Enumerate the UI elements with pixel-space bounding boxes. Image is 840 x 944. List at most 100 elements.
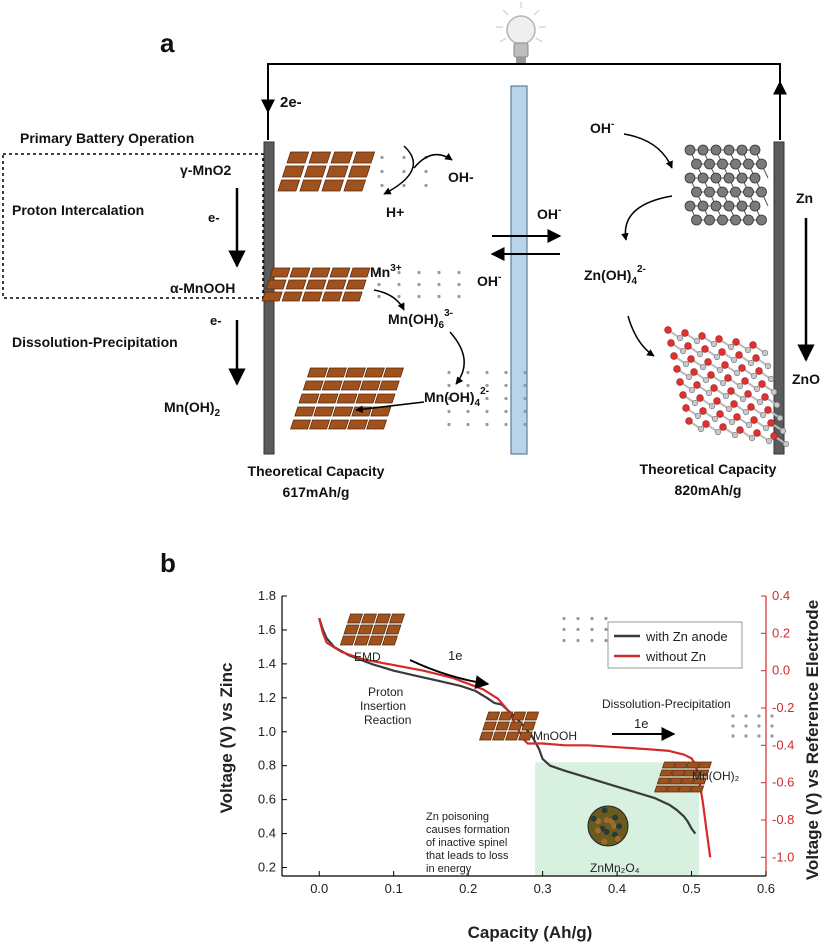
zinc-atom [745, 421, 753, 429]
oxygen-atom [504, 422, 508, 427]
zn-atom [684, 144, 696, 156]
x-tick-label: 0.3 [534, 881, 552, 896]
zinc-atom [719, 379, 727, 387]
primary-operation-label: Primary Battery Operation [20, 130, 194, 146]
oxygen-atom [417, 282, 421, 287]
light-bulb-icon [496, 2, 546, 63]
octahedron-unit [321, 179, 345, 192]
anode-capacity-label: Theoretical Capacity [640, 461, 777, 477]
oxygen-atom [682, 404, 690, 412]
octahedron-unit [673, 761, 688, 769]
octahedron-unit [389, 613, 406, 624]
oxygen-atom [447, 396, 451, 401]
zincate-formation-arrow [621, 195, 673, 241]
oxygen-atom [676, 378, 684, 386]
zinc-atom [731, 431, 739, 439]
octahedron-unit [352, 151, 376, 164]
zinc-atom [711, 415, 719, 423]
zn-label: Zn [796, 190, 813, 206]
chart-axes [281, 596, 767, 877]
octahedron-unit [277, 179, 301, 192]
octahedron-unit [366, 419, 388, 430]
oxygen-atom [604, 627, 608, 632]
mnoh4-label: Mn(OH)42- [424, 386, 489, 409]
y2-tick-label: -0.6 [772, 775, 794, 790]
zn-atom [736, 144, 748, 156]
oxygen-atom [719, 423, 727, 431]
oxygen-atom [752, 354, 760, 362]
zinc-atom [702, 376, 710, 384]
zn-atom [717, 214, 728, 226]
legend-label-nozn: without Zn [645, 649, 706, 664]
oxygen-atom [764, 406, 772, 414]
y2-axis-title: Voltage (V) vs Reference Electrode [803, 600, 822, 880]
oxygen-atom [733, 413, 741, 421]
y-tick-label: 0.8 [258, 758, 276, 773]
octahedron-unit [485, 711, 501, 721]
mnoh2-label: Mn(OH)2 [164, 399, 221, 419]
y-tick-label: 0.2 [258, 860, 276, 875]
emd-label: EMD [354, 650, 381, 664]
oxygen-atom [466, 370, 470, 375]
zn-atom [717, 158, 728, 170]
oxygen-atom [417, 270, 421, 275]
oxygen-atom [721, 361, 729, 369]
octahedron-unit [524, 711, 540, 721]
y-tick-label: 1.0 [258, 724, 276, 739]
hydroxide-release-arrow [413, 153, 453, 169]
one-e-first-label: 1e [448, 648, 462, 663]
zn-atom [684, 200, 696, 212]
zinc-atom [733, 369, 741, 377]
precipitation-arrow [355, 401, 425, 413]
zn-atom [743, 186, 754, 198]
zinc-atom [699, 363, 707, 371]
oxygen-atom [377, 282, 381, 287]
zinc-atom [676, 334, 684, 342]
x-tick-label: 0.5 [682, 881, 700, 896]
spinel-atom [611, 823, 617, 829]
octahedron-unit [341, 291, 363, 302]
oxygen-atom [755, 367, 763, 375]
octahedron-unit [678, 785, 693, 793]
octahedron-unit [347, 613, 364, 624]
octahedron-unit [690, 785, 705, 793]
legend-frame [607, 621, 743, 669]
octahedron-unit [668, 777, 683, 785]
oxygen-atom [457, 270, 461, 275]
y2-tick-label: 0.2 [772, 625, 790, 640]
x-axis-title: Capacity (Ah/g) [468, 923, 593, 942]
octahedron-unit [344, 367, 366, 378]
zn-atom [697, 200, 709, 212]
zno-label: ZnO [792, 371, 820, 387]
oxygen-atom [485, 383, 489, 388]
oxygen-atom [767, 419, 775, 427]
zinc-atom [759, 411, 767, 419]
octahedron-unit [343, 179, 367, 192]
oxygen-atom [701, 345, 709, 353]
mnooh-label: MnOOH [533, 729, 577, 743]
zinc-atom [722, 392, 730, 400]
oxygen-atom [504, 396, 508, 401]
zn-atom [723, 144, 735, 156]
dissolution-precipitation-label: Dissolution-Precipitation [12, 334, 178, 350]
oxygen-atom [562, 638, 566, 643]
oxygen-atom [730, 400, 738, 408]
oxygen-atom [604, 638, 608, 643]
zn-atom [710, 172, 722, 184]
oxygen-atom [715, 335, 723, 343]
octahedron-unit [317, 393, 339, 404]
octahedron-unit [290, 419, 312, 430]
oxygen-atom [590, 616, 594, 621]
zinc-atom [682, 360, 690, 368]
oxygen-atom [377, 294, 381, 299]
octahedron-unit [363, 367, 385, 378]
octahedron-unit [286, 151, 310, 164]
oxygen-atom [523, 370, 527, 375]
electron-label: 2e- [280, 94, 302, 111]
zinc-atom [765, 437, 773, 445]
zinc-lattice [684, 144, 769, 226]
zn-atom [730, 214, 741, 226]
zinc-atom [753, 385, 761, 393]
emd-crystal [339, 613, 608, 646]
